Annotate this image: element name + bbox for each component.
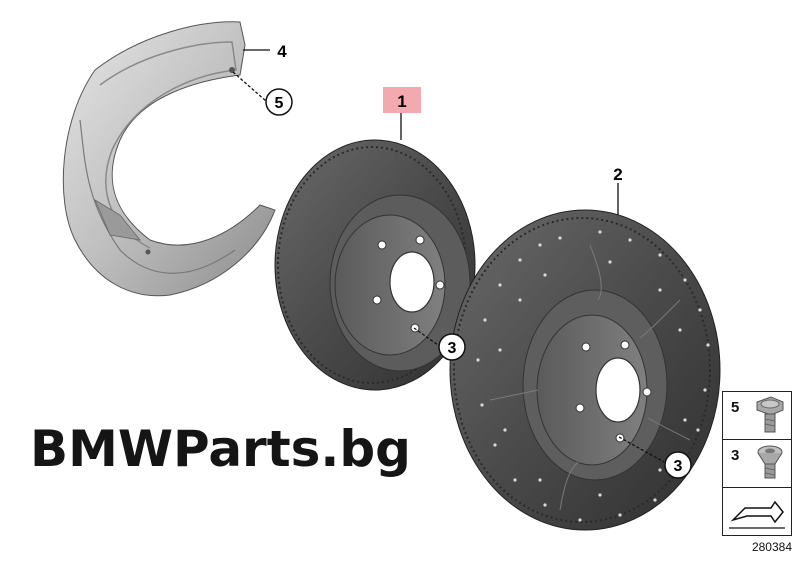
callout-4-label[interactable]: 4 [277, 42, 287, 61]
callout-2-label[interactable]: 2 [613, 165, 622, 184]
leader-line-3-right [618, 436, 665, 463]
legend-number: 3 [731, 447, 740, 464]
brake-shield[interactable] [62, 21, 276, 297]
callout-5-label[interactable]: 5 [275, 95, 284, 112]
legend-row-direction [723, 488, 791, 535]
watermark-text: BMWParts.bg [30, 420, 411, 478]
callout-1-label[interactable]: 1 [397, 92, 406, 111]
legend-row-screw[interactable]: 3 [723, 440, 791, 488]
callout-3-right-label[interactable]: 3 [674, 458, 683, 475]
leader-line-5 [232, 71, 267, 102]
callout-3-left-circle [438, 333, 466, 361]
callout-5-circle [265, 88, 293, 116]
callout-3-right-circle [664, 451, 692, 479]
callout-3-left-label[interactable]: 3 [448, 340, 457, 357]
legend-row-bolt[interactable]: 5 [723, 392, 791, 440]
countersunk-screw-icon [757, 445, 783, 479]
hex-bolt-icon [756, 396, 784, 433]
diagram-number: 280384 [751, 540, 792, 554]
direction-arrow-icon [729, 500, 785, 529]
brake-disc-standard[interactable] [274, 139, 476, 391]
legend-number: 5 [731, 399, 740, 416]
fastener-legend: 5 3 [722, 391, 792, 536]
brake-disc-drilled[interactable] [449, 209, 721, 531]
callout-1-highlight [383, 87, 421, 113]
